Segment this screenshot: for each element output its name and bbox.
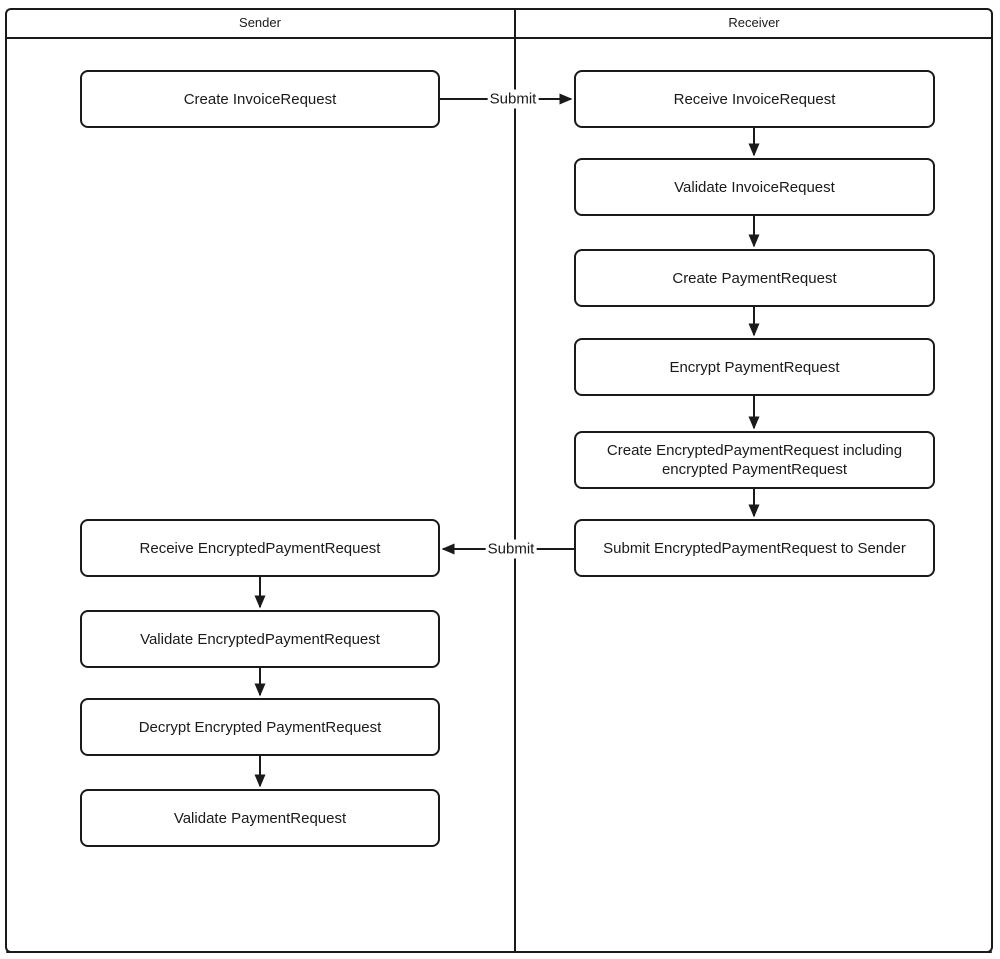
node-submit-encrypted-payment-request-to-sender: Submit EncryptedPaymentRequest to Sender bbox=[574, 519, 935, 577]
node-create-invoice-request: Create InvoiceRequest bbox=[80, 70, 440, 128]
node-receive-invoice-request: Receive InvoiceRequest bbox=[574, 70, 935, 128]
node-validate-encrypted-payment-request: Validate EncryptedPaymentRequest bbox=[80, 610, 440, 668]
node-create-encrypted-payment-request: Create EncryptedPaymentRequest including… bbox=[574, 431, 935, 489]
node-receive-encrypted-payment-request: Receive EncryptedPaymentRequest bbox=[80, 519, 440, 577]
lane-title-receiver: Receiver bbox=[728, 15, 780, 30]
node-validate-invoice-request: Validate InvoiceRequest bbox=[574, 158, 935, 216]
node-validate-payment-request: Validate PaymentRequest bbox=[80, 789, 440, 847]
lane-header-separator bbox=[5, 37, 993, 39]
lane-divider bbox=[514, 8, 516, 953]
node-decrypt-encrypted-payment-request: Decrypt Encrypted PaymentRequest bbox=[80, 698, 440, 756]
lane-title-sender: Sender bbox=[239, 15, 281, 30]
edge-label-submit-encrypted-payment: Submit bbox=[485, 539, 537, 559]
node-encrypt-payment-request: Encrypt PaymentRequest bbox=[574, 338, 935, 396]
pool-frame-bottom-edge bbox=[6, 951, 992, 953]
node-create-payment-request: Create PaymentRequest bbox=[574, 249, 935, 307]
edge-label-submit-invoice: Submit bbox=[487, 89, 539, 109]
